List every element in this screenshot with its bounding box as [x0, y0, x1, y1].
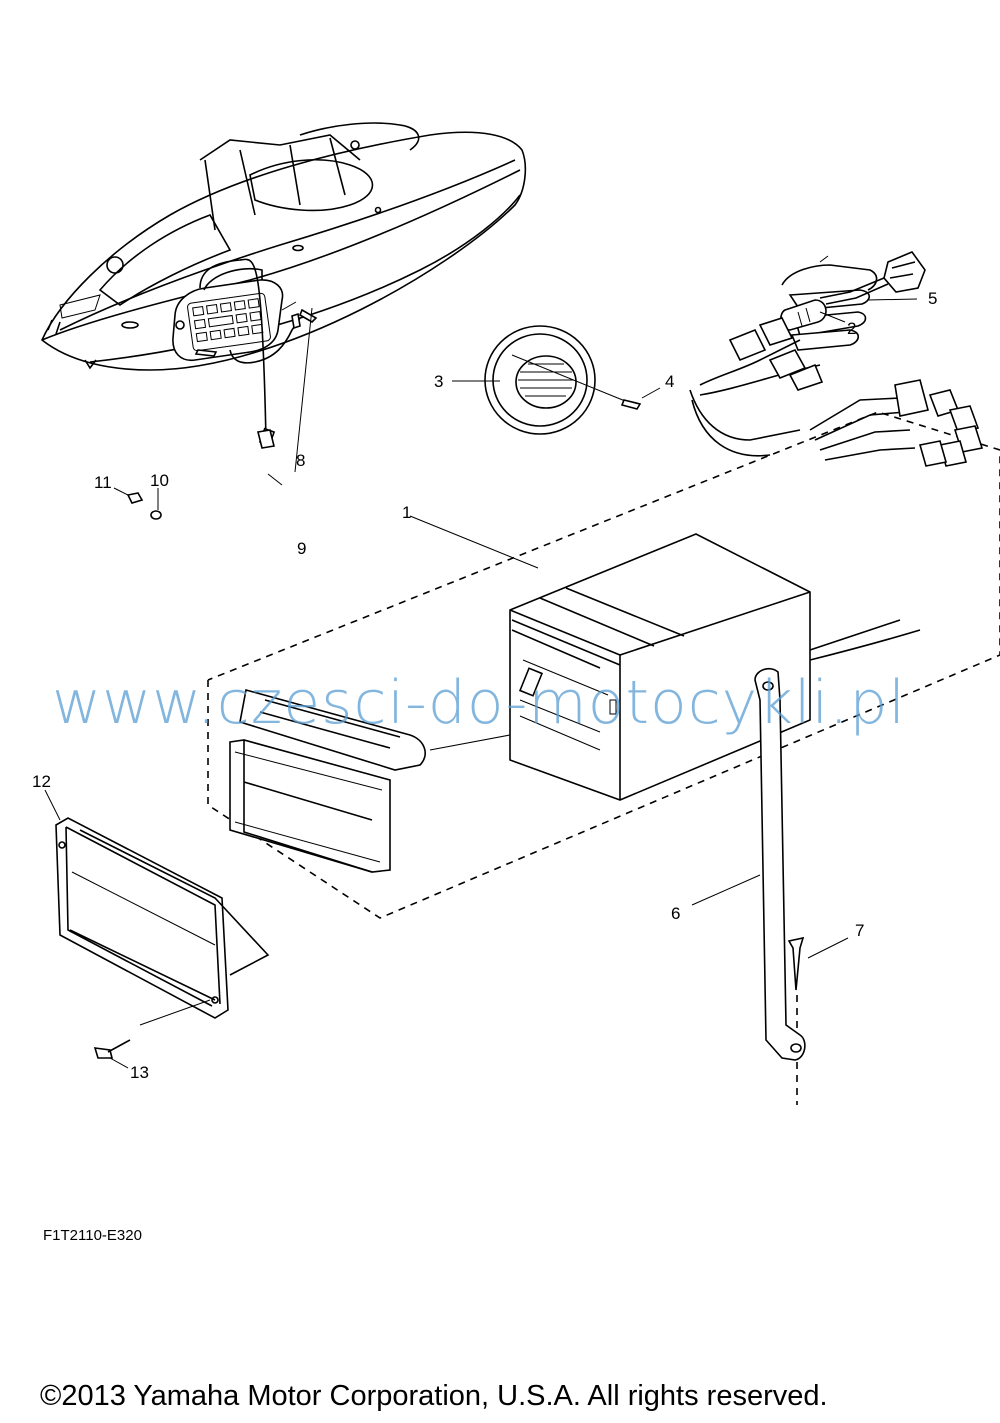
part-4-screw [620, 387, 661, 410]
callout-13: 13 [130, 1063, 149, 1082]
callout-7: 7 [855, 921, 865, 940]
callout-4: 4 [665, 372, 675, 391]
callout-5: 5 [928, 289, 938, 308]
watermark-url: www.czesci-do-motocykli.pl [52, 668, 907, 738]
callout-10: 10 [150, 471, 169, 490]
figure-code: F1T2110-E320 [43, 1227, 142, 1244]
part-10-washer [150, 488, 162, 520]
copyright-notice: ©2013 Yamaha Motor Corporation, U.S.A. A… [40, 1380, 828, 1412]
callout-12: 12 [32, 772, 51, 791]
part-7-screw [787, 936, 849, 1030]
callout-1: 1 [402, 503, 412, 522]
callout-8: 8 [296, 451, 306, 470]
part-3-speaker [452, 325, 631, 435]
callout-11: 11 [94, 473, 112, 492]
part-13-screw [93, 999, 211, 1069]
part-6-bracket [691, 668, 806, 1105]
part-12-bezel [44, 789, 270, 1019]
part-11-nut [113, 487, 144, 504]
callout-3: 3 [434, 372, 444, 391]
callout-9: 9 [297, 539, 307, 558]
callout-6: 6 [671, 904, 681, 923]
part-2-connector [780, 251, 926, 331]
boat-illustration [41, 122, 527, 371]
part-8-control-panel [172, 258, 318, 486]
part-1-radio-assembly [207, 317, 1000, 919]
callout-2: 2 [847, 319, 857, 338]
